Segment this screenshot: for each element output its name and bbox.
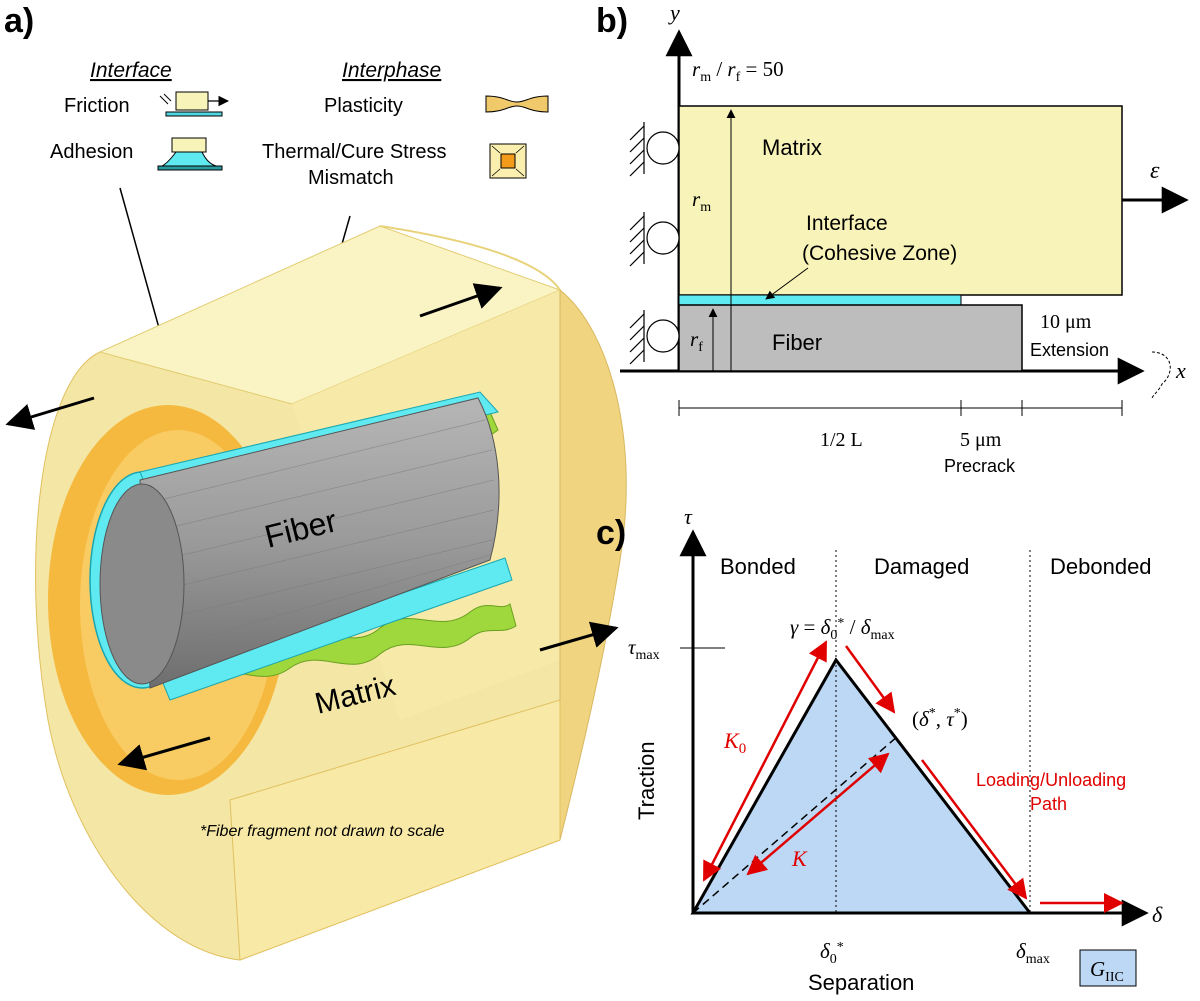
separation-axis-title: Separation <box>808 970 914 995</box>
thermal-label-line2: Mismatch <box>308 167 394 189</box>
load-arrow-upper-right <box>419 283 503 318</box>
fiber-region <box>678 304 1023 372</box>
k-label: K <box>791 846 808 871</box>
load-arrow-lower-right <box>539 621 619 652</box>
extension-label: Extension <box>1030 340 1109 360</box>
softening-arrow-lower <box>921 759 1028 900</box>
delta0-label: δ0* <box>820 939 844 967</box>
thermal-label-line1: Thermal/Cure Stress <box>262 141 447 163</box>
delta-axis-label: δ <box>1152 902 1163 927</box>
interface-label-line2: (Cohesive Zone) <box>802 242 957 265</box>
precrack-label: Precrack <box>944 456 1016 476</box>
rf-label: rf <box>690 327 703 355</box>
roller-supports <box>629 122 680 365</box>
panel-c: c) τ δ Bonded Damaged Debonded γ = δ0* /… <box>596 504 1163 995</box>
region-bonded: Bonded <box>720 554 796 579</box>
adhesion-label: Adhesion <box>50 141 133 163</box>
energy-label: GIIC <box>1090 957 1124 985</box>
strain-label: ε <box>1150 158 1160 184</box>
fiber-matrix-cylinder: Fiber Matrix <box>5 225 627 961</box>
softening-arrow-upper <box>844 645 896 714</box>
x-axis-label: x <box>1175 358 1186 383</box>
interface-heading: Interface <box>90 59 172 82</box>
path-label-line1: Loading/Unloading <box>976 770 1126 790</box>
fiber-region-label: Fiber <box>772 330 822 355</box>
traction-axis-title: Traction <box>634 741 659 820</box>
path-label-line2: Path <box>1030 794 1067 814</box>
panel-a-label: a) <box>4 2 34 40</box>
length-dimensions <box>678 400 1123 416</box>
tau-axis-label: τ <box>684 504 693 529</box>
half-length-label: 1/2 L <box>820 429 863 451</box>
extension-value: 10 μm <box>1040 311 1092 333</box>
adhesion-icon <box>157 137 223 171</box>
rm-label: rm <box>692 187 711 215</box>
friction-label: Friction <box>64 95 130 117</box>
y-axis-label: y <box>668 0 680 25</box>
precrack-value: 5 μm <box>960 429 1002 451</box>
panel-b: b) y x rm / rf = 50 Matrix Fiber rm rf I… <box>596 0 1189 476</box>
region-debonded: Debonded <box>1050 554 1152 579</box>
matrix-region <box>678 105 1123 296</box>
load-arrow-upper-left <box>5 396 95 430</box>
plasticity-label: Plasticity <box>324 95 403 117</box>
region-damaged: Damaged <box>874 554 969 579</box>
interface-label-line1: Interface <box>806 212 888 235</box>
delta-max-label: δmax <box>1016 939 1050 967</box>
k-arrow <box>746 752 890 876</box>
rotation-symmetry-icon <box>1151 351 1171 399</box>
plasticity-icon <box>485 95 549 113</box>
matrix-region-label: Matrix <box>762 135 822 160</box>
friction-icon <box>159 91 230 117</box>
energy-box <box>1079 949 1137 987</box>
k0-label: K0 <box>723 728 746 757</box>
ratio-label: rm / rf = 50 <box>692 57 784 85</box>
tau-max-label: τmax <box>628 635 660 663</box>
thermal-stress-icon <box>489 143 527 179</box>
damage-point-label: (δ*, τ*) <box>912 706 968 731</box>
scale-note: *Fiber fragment not drawn to scale <box>200 823 445 840</box>
cohesive-zone-strip <box>678 294 962 306</box>
gamma-equation: γ = δ0* / δmax <box>790 615 895 643</box>
panel-c-label: c) <box>596 514 626 552</box>
interface-leader <box>765 267 809 300</box>
load-arrow-lower-left <box>117 736 211 771</box>
interphase-heading: Interphase <box>342 59 441 82</box>
panel-b-label: b) <box>596 2 628 40</box>
panel-a: a) Interface Interphase Friction Adhesio… <box>4 2 627 961</box>
